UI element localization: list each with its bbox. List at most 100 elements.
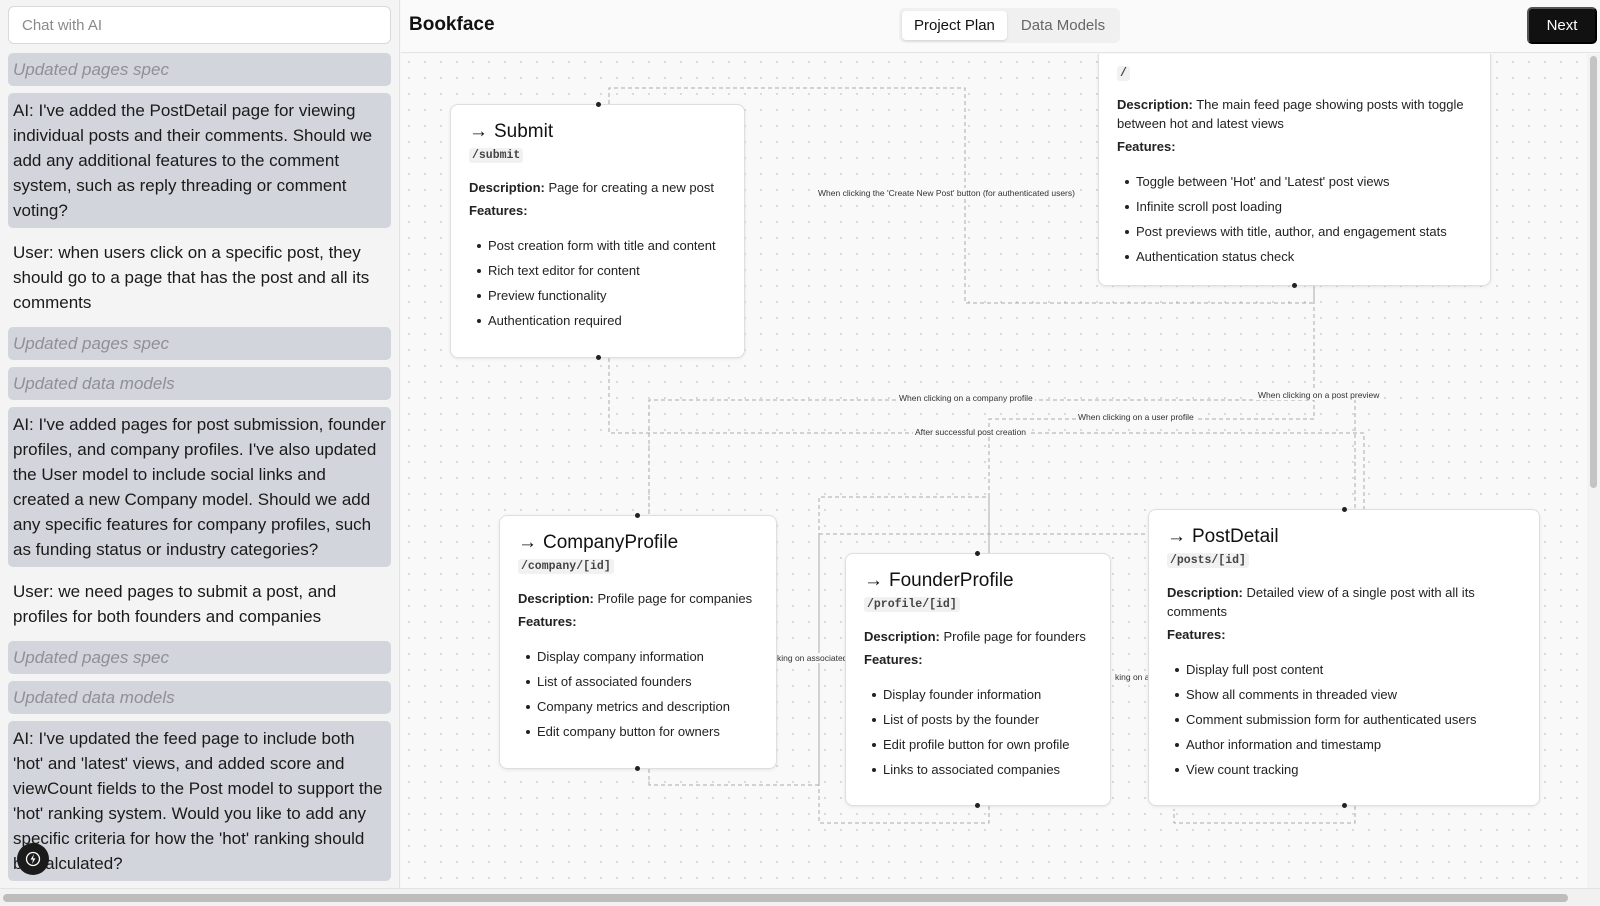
node-route: /company/[id] <box>518 559 614 574</box>
edge-label: When clicking on a post preview <box>1256 390 1382 400</box>
feature-item: Edit profile button for own profile <box>864 732 1092 757</box>
feature-item: Display full post content <box>1167 657 1521 682</box>
features-label: Features: <box>1167 627 1226 642</box>
chat-panel: Updated pages spec AI: I've added the Po… <box>0 0 400 888</box>
feature-item: Company metrics and description <box>518 694 758 719</box>
chat-ai-message: AI: I've added the PostDetail page for v… <box>8 93 391 228</box>
edge-label: When clicking on a user profile <box>1076 412 1196 422</box>
feature-list: Toggle between 'Hot' and 'Latest' post v… <box>1117 169 1472 269</box>
feature-item: Show all comments in threaded view <box>1167 682 1521 707</box>
chat-ai-message: AI: I've updated the feed page to includ… <box>8 721 391 881</box>
edge-label: When clicking on a company profile <box>897 393 1035 403</box>
chat-status-message: Updated pages spec <box>8 327 391 360</box>
feature-list: Display full post content Show all comme… <box>1167 657 1521 782</box>
connection-handle[interactable] <box>1292 283 1297 288</box>
features-label: Features: <box>518 614 577 629</box>
node-submit[interactable]: → Submit /submit Description: Page for c… <box>450 102 745 360</box>
node-route: / <box>1117 66 1130 81</box>
node-feed[interactable]: / Description: The main feed page showin… <box>1098 54 1491 288</box>
features-label: Features: <box>1117 139 1176 154</box>
feature-item: Preview functionality <box>469 283 726 308</box>
description-label: Description: <box>469 180 545 195</box>
arrow-icon: → <box>1167 526 1186 547</box>
feature-item: Infinite scroll post loading <box>1117 194 1472 219</box>
chat-input[interactable] <box>8 6 391 44</box>
node-post-detail[interactable]: → PostDetail /posts/[id] Description: De… <box>1148 507 1540 808</box>
node-title: → PostDetail <box>1167 526 1521 548</box>
description-text: Profile page for companies <box>597 591 753 606</box>
vertical-scrollbar-thumb[interactable] <box>1590 56 1597 488</box>
edge-after-creation <box>608 358 1365 509</box>
chat-user-message: User: we need pages to submit a post, an… <box>13 582 337 626</box>
chat-status-message: Updated data models <box>8 367 391 400</box>
vertical-scrollbar[interactable] <box>1587 54 1600 888</box>
edge-label: When clicking the 'Create New Post' butt… <box>816 188 1077 198</box>
feature-list: Post creation form with title and conten… <box>469 233 726 333</box>
next-button[interactable]: Next <box>1527 7 1597 44</box>
chat-messages: Updated pages spec AI: I've added the Po… <box>8 53 391 888</box>
node-description: Description: Detailed view of a single p… <box>1167 583 1521 621</box>
feature-list: Display founder information List of post… <box>864 682 1092 782</box>
node-description: Description: Page for creating a new pos… <box>469 178 726 197</box>
feature-item: Post creation form with title and conten… <box>469 233 726 258</box>
node-description: Description: The main feed page showing … <box>1117 95 1472 133</box>
feature-item: Authentication status check <box>1117 244 1472 269</box>
node-founder-profile[interactable]: → FounderProfile /profile/[id] Descripti… <box>845 551 1111 808</box>
view-tabs: Project Plan Data Models <box>899 8 1121 43</box>
connection-handle[interactable] <box>975 803 980 808</box>
connection-handle[interactable] <box>1342 803 1347 808</box>
feature-item: List of associated founders <box>518 669 758 694</box>
node-route: /profile/[id] <box>864 597 960 612</box>
description-label: Description: <box>1117 97 1193 112</box>
edge-label: king on au <box>1113 672 1157 682</box>
chat-user-message: User: when users click on a specific pos… <box>13 243 370 312</box>
arrow-icon: → <box>469 121 488 142</box>
connection-handle[interactable] <box>975 551 980 556</box>
node-company-profile[interactable]: → CompanyProfile /company/[id] Descripti… <box>499 513 777 771</box>
edge-associated-1 <box>648 496 990 786</box>
node-title-text: PostDetail <box>1192 526 1279 547</box>
arrow-icon: → <box>864 570 883 591</box>
assistant-button[interactable] <box>17 843 49 875</box>
node-title-text: CompanyProfile <box>543 532 679 553</box>
feature-item: Authentication required <box>469 308 726 333</box>
edge-label: king on associated <box>775 653 850 663</box>
feature-item: Display company information <box>518 644 758 669</box>
connection-handle[interactable] <box>1342 507 1347 512</box>
description-text: The main feed page showing posts with to… <box>1117 97 1464 131</box>
feature-item: Rich text editor for content <box>469 258 726 283</box>
connection-handle[interactable] <box>596 102 601 107</box>
description-label: Description: <box>518 591 594 606</box>
node-route: /posts/[id] <box>1167 553 1249 568</box>
lightning-icon <box>25 851 41 867</box>
connection-handle[interactable] <box>635 766 640 771</box>
feature-item: Comment submission form for authenticate… <box>1167 707 1521 732</box>
horizontal-scrollbar-thumb[interactable] <box>3 894 1568 902</box>
node-title-text: Submit <box>494 121 554 142</box>
feature-item: Links to associated companies <box>864 757 1092 782</box>
app-title: Bookface <box>409 14 495 35</box>
feature-item: View count tracking <box>1167 757 1521 782</box>
edge-label: After successful post creation <box>913 427 1029 437</box>
node-title: → FounderProfile <box>864 570 1092 592</box>
flow-canvas[interactable]: When clicking the 'Create New Post' butt… <box>401 54 1587 888</box>
feature-item: List of posts by the founder <box>864 707 1092 732</box>
node-description: Description: Profile page for founders <box>864 627 1092 646</box>
tab-data-models[interactable]: Data Models <box>1020 17 1106 34</box>
horizontal-scrollbar[interactable] <box>0 888 1600 906</box>
tab-project-plan[interactable]: Project Plan <box>902 11 1007 40</box>
description-label: Description: <box>864 629 940 644</box>
node-title: → Submit <box>469 121 726 143</box>
feature-list: Display company information List of asso… <box>518 644 758 744</box>
chat-status-message: Updated pages spec <box>8 53 391 86</box>
node-description: Description: Profile page for companies <box>518 589 758 608</box>
connection-handle[interactable] <box>635 513 640 518</box>
features-label: Features: <box>469 203 528 218</box>
feature-item: Post previews with title, author, and en… <box>1117 219 1472 244</box>
description-text: Detailed view of a single post with all … <box>1167 585 1475 619</box>
node-title-text: FounderProfile <box>889 570 1014 591</box>
connection-handle[interactable] <box>596 355 601 360</box>
edge-postdetail-bottom <box>1173 806 1356 824</box>
feature-item: Edit company button for owners <box>518 719 758 744</box>
feature-item: Author information and timestamp <box>1167 732 1521 757</box>
